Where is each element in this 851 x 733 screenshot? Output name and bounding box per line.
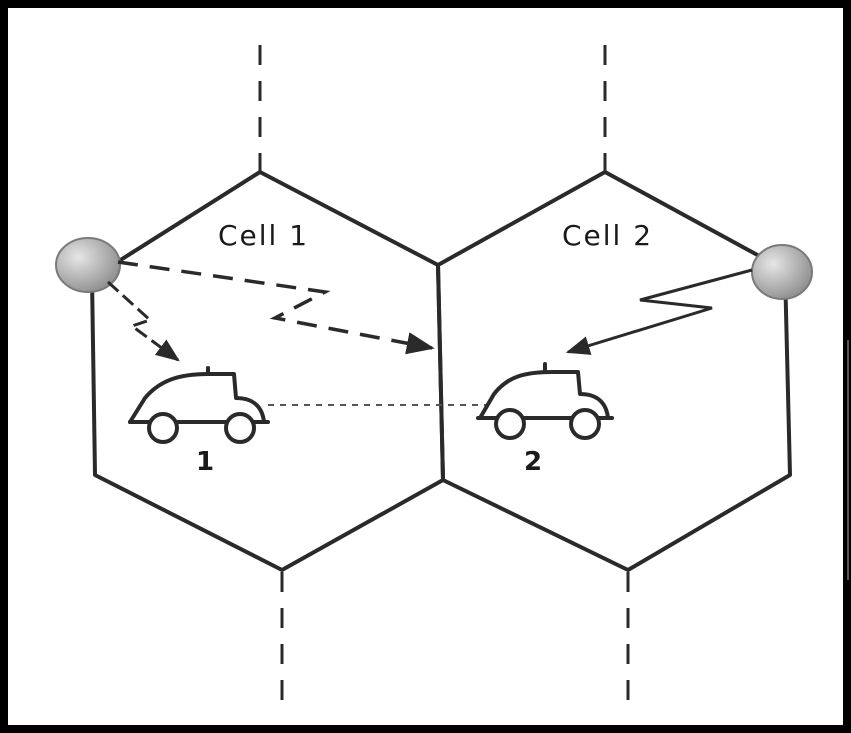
car-2-icon	[476, 362, 614, 440]
car-1-label: 1	[196, 447, 214, 477]
signal-tower1-car1	[106, 280, 180, 362]
car-2-label: 2	[524, 447, 542, 477]
cell-1-label: Cell 1	[218, 219, 309, 252]
signal-tower2-car2	[565, 268, 753, 355]
base-station-2-icon	[751, 244, 813, 300]
signal-tower1-to-cell2	[117, 260, 435, 355]
base-station-1-icon	[55, 237, 121, 293]
car-1-icon	[128, 366, 270, 444]
cell-2-label: Cell 2	[562, 219, 653, 252]
